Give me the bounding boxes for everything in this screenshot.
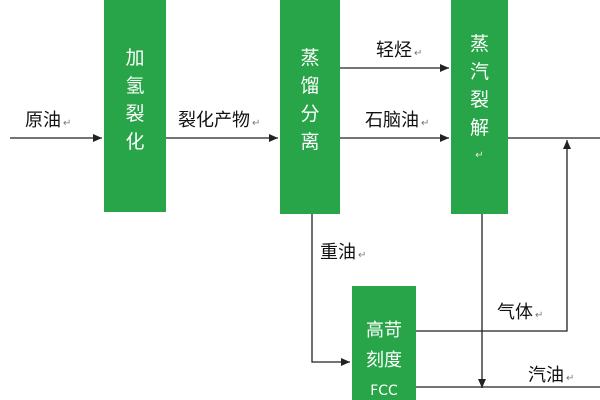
- steam-cracking-char-2: 汽: [469, 61, 489, 83]
- fcc-line-3: FCC: [370, 383, 398, 399]
- label-light-hydrocarbons: 轻烃↵: [376, 36, 422, 62]
- label-cracked-products: 裂化产物↵: [178, 106, 260, 132]
- heavy-oil-mark: ↵: [358, 250, 367, 261]
- light-hydrocarbons-text: 轻烃: [376, 40, 412, 61]
- crude-oil-mark: ↵: [63, 118, 72, 129]
- gas-mark: ↵: [535, 310, 544, 321]
- distillation-char-1: 蒸: [300, 47, 320, 69]
- hydrocracking-char-4: 化: [125, 131, 145, 153]
- hydrocracking-char-1: 加: [125, 47, 145, 69]
- label-gas: 气体↵: [497, 298, 543, 324]
- steam-cracking-char-1: 蒸: [469, 33, 489, 55]
- cracked-products-mark: ↵: [252, 118, 261, 129]
- distillation-char-4: 离: [300, 131, 320, 153]
- naphtha-mark: ↵: [421, 118, 430, 129]
- arrow-heavy-oil: [311, 213, 350, 366]
- gasoline-text: 汽油: [528, 365, 564, 386]
- heavy-oil-text: 重油: [320, 242, 356, 263]
- light-hydrocarbons-mark: ↵: [414, 48, 423, 59]
- arrow-gas: [416, 140, 571, 332]
- distillation-box: 蒸 馏 分 离: [280, 0, 340, 214]
- label-naphtha: 石脑油↵: [365, 106, 429, 132]
- steam-cracking-paragraph-mark: ↵: [475, 150, 484, 161]
- distillation-char-2: 馏: [300, 75, 320, 97]
- crude-oil-text: 原油: [25, 110, 61, 131]
- gas-text: 气体: [497, 302, 533, 323]
- label-heavy-oil: 重油↵: [320, 238, 366, 264]
- fcc-box: 高苛 刻度 FCC: [352, 286, 416, 400]
- hydrocracking-char-3: 裂: [125, 103, 145, 125]
- steam-cracking-box: 蒸 汽 裂 解 ↵: [451, 0, 508, 214]
- label-gasoline: 汽油↵: [528, 361, 574, 387]
- gasoline-mark: ↵: [566, 373, 575, 384]
- cracked-products-text: 裂化产物: [178, 110, 250, 131]
- distillation-char-3: 分: [300, 103, 320, 125]
- hydrocracking-box: 加 氢 裂 化: [104, 0, 166, 212]
- hydrocracking-char-2: 氢: [125, 75, 145, 97]
- fcc-line-1: 高苛: [366, 320, 402, 341]
- steam-cracking-char-3: 裂: [469, 89, 489, 111]
- naphtha-text: 石脑油: [365, 110, 419, 131]
- steam-cracking-char-4: 解: [469, 117, 489, 139]
- label-crude-oil: 原油↵: [25, 106, 71, 132]
- fcc-line-2: 刻度: [366, 350, 402, 371]
